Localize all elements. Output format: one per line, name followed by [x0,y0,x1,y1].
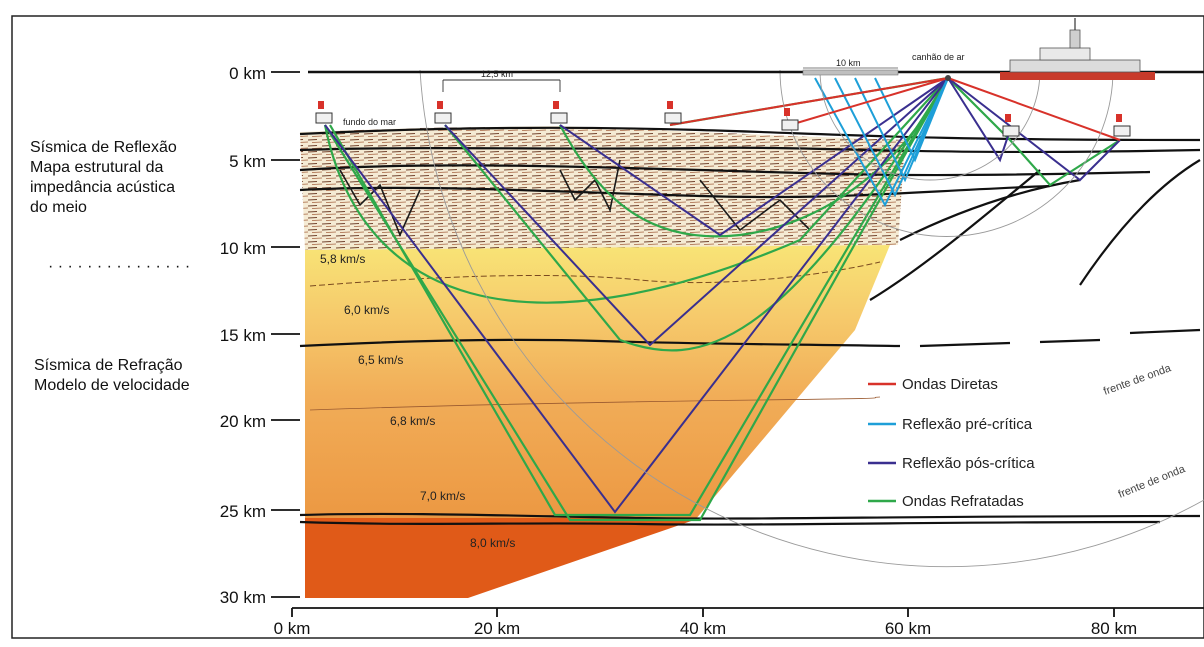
wavefront-label: frente de onda [1117,463,1188,501]
obs-icon [1113,114,1131,137]
refraction-note-line: Sísmica de Refração [34,357,183,374]
velocity-label: 6,5 km/s [358,353,403,367]
distance-label-20: 20 km [474,619,520,638]
obs-icon [434,101,452,124]
velocity-label: 8,0 km/s [470,536,515,550]
legend-label: Reflexão pós-crítica [902,455,1035,472]
velocity-label: 6,0 km/s [344,303,389,317]
reflectors [299,126,1201,526]
obs-spacing-label: 12,5 km [481,69,513,79]
obs-icon [550,101,568,124]
velocity-label: 5,8 km/s [320,252,365,266]
legend-label: Reflexão pré-crítica [902,416,1033,433]
airgun-source [945,75,951,81]
dotted-separator: · · · · · · · · · · · · · · · [48,258,190,275]
reflection-note-line: do meio [30,199,87,216]
post-critical-rays [324,77,1121,514]
distance-label-60: 60 km [885,619,931,638]
depth-label-25: 25 km [220,502,266,521]
legend-label: Ondas Refratadas [902,493,1024,510]
depth-label-30: 30 km [220,588,266,607]
obs-instruments [315,101,1131,137]
depth-label-5: 5 km [229,152,266,171]
distance-axis [291,607,1204,617]
obs-icon [1002,114,1020,137]
depth-label-20: 20 km [220,412,266,431]
boundary-65-68 [309,396,881,411]
obs-icon [315,101,333,124]
reflection-note-line: Sísmica de Reflexão [30,139,177,156]
direct-rays [669,77,1121,141]
velocity-label: 6,8 km/s [390,414,435,428]
wavefronts [419,69,1204,568]
velocity-model [305,245,890,520]
ship-icon [1000,18,1155,80]
depth-label-0: 0 km [229,64,266,83]
obs-icon [781,108,799,131]
refraction-note-line: Modelo de velocidade [34,377,190,394]
legend: Ondas Diretas Reflexão pré-crítica Refle… [868,376,1035,510]
obs-icon [664,101,682,124]
velocity-label: 7,0 km/s [420,489,465,503]
distance-label-40: 40 km [680,619,726,638]
distance-label-80: 80 km [1091,619,1137,638]
pre-critical-rays [814,77,949,208]
streamer-length-label: 10 km [836,58,861,68]
streamer [802,69,899,76]
mantle-layer [305,518,700,598]
reflection-note-line: impedância acústica [30,179,175,196]
reflection-note-line: Mapa estrutural da [30,159,164,176]
airgun-label: canhão de ar [912,52,965,62]
wavefront-label: frente de onda [1102,362,1174,398]
seafloor-label: fundo do mar [343,117,396,127]
depth-label-15: 15 km [220,326,266,345]
obs-spacing-bracket [442,79,561,92]
boundary-58-60 [309,261,881,287]
depth-axis [271,71,300,598]
legend-label: Ondas Diretas [902,376,998,393]
depth-label-10: 10 km [220,239,266,258]
distance-label-0: 0 km [274,619,311,638]
outer-border [11,15,1204,639]
